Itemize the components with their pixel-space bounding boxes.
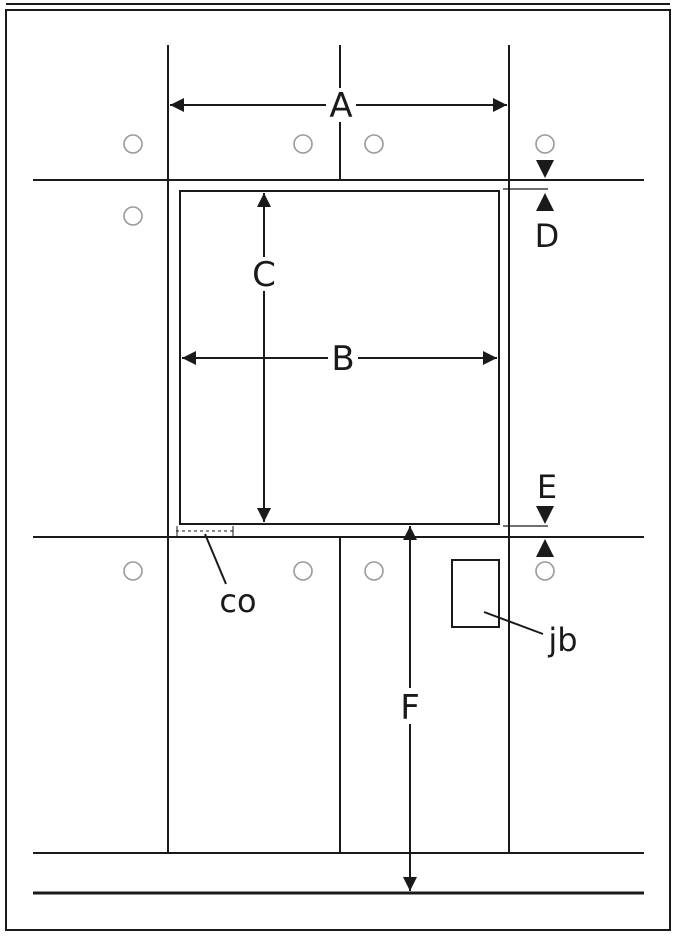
outer-frame <box>5 9 671 931</box>
dimension-d-arrowhead-lower <box>536 193 554 211</box>
stud-dot <box>364 134 384 154</box>
label-f: F <box>400 688 420 728</box>
stud-dot <box>535 561 555 581</box>
stud-dot <box>364 561 384 581</box>
label-a-bg <box>326 88 356 122</box>
stud-dot <box>535 134 555 154</box>
label-b-bg <box>328 341 358 375</box>
label-c: C <box>252 255 276 295</box>
junction-box <box>451 559 500 628</box>
stud-dot <box>123 561 143 581</box>
label-d: D <box>535 217 560 255</box>
label-jb: jb <box>547 621 577 659</box>
label-c-bg <box>249 257 279 291</box>
label-a: A <box>329 86 352 126</box>
stud-dot <box>123 134 143 154</box>
stud-dot <box>123 206 143 226</box>
stud-dot <box>293 561 313 581</box>
dimension-d-arrowhead <box>536 160 554 178</box>
dimension-e-arrowhead-lower <box>536 539 554 557</box>
label-e: E <box>537 468 557 506</box>
stud-dot <box>293 134 313 154</box>
wall-opening <box>179 190 500 525</box>
label-b: B <box>331 339 354 379</box>
leader-co <box>204 533 227 585</box>
dimension-e-arrowhead <box>536 506 554 524</box>
label-co: co <box>219 582 256 620</box>
label-f-bg <box>396 688 424 724</box>
leader-jb <box>483 611 544 635</box>
